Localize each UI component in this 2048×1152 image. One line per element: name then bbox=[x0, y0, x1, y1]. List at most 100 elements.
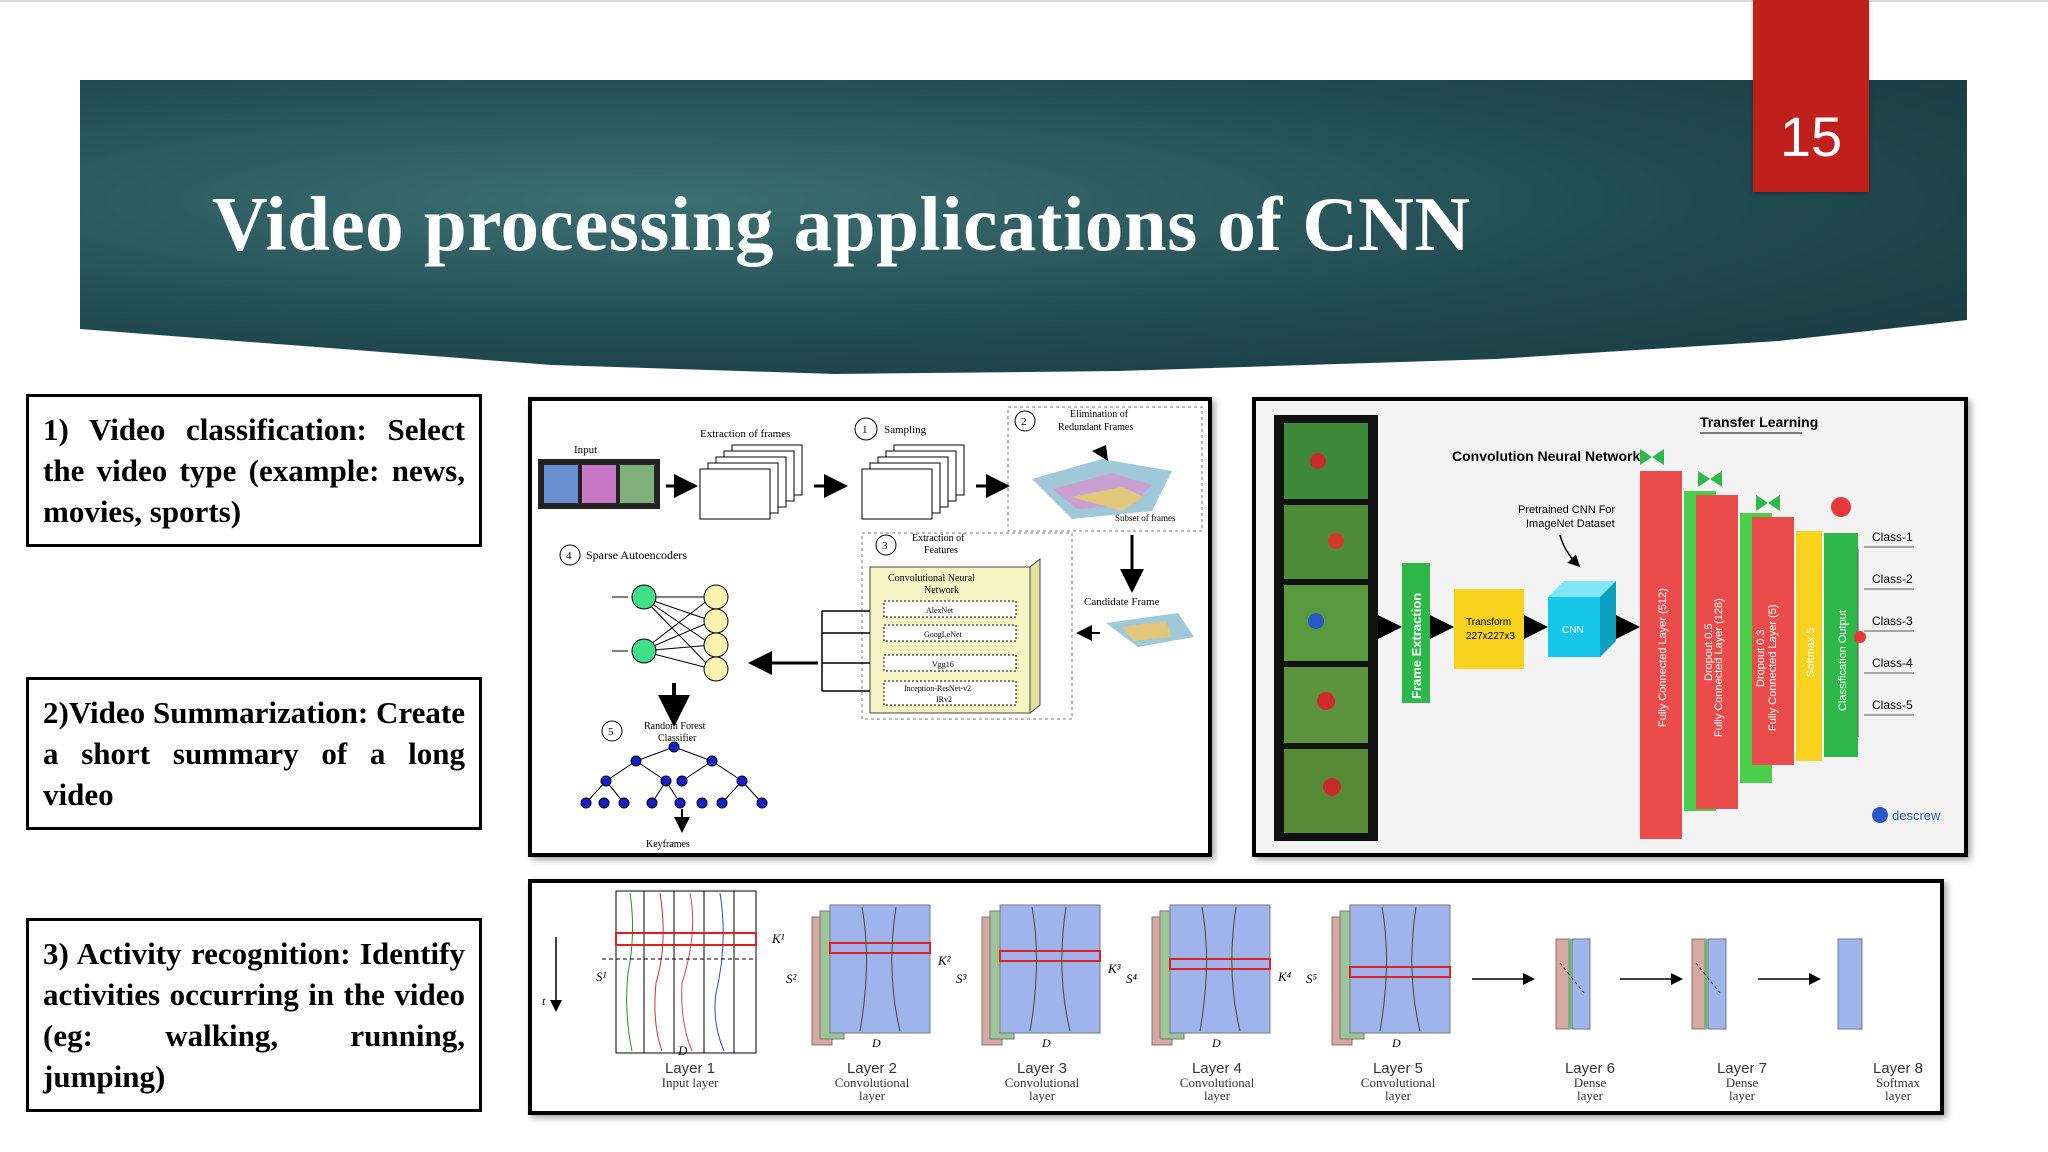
layer-type: Softmax bbox=[1876, 1075, 1921, 1090]
bar-fc-512 bbox=[1640, 471, 1682, 839]
step-3-number: 3 bbox=[882, 540, 888, 552]
label-imagenet: ImageNet Dataset bbox=[1526, 518, 1615, 530]
label-d: D bbox=[1211, 1036, 1221, 1050]
page-number: 15 bbox=[1779, 105, 1843, 168]
label-network: Network bbox=[924, 585, 959, 596]
figure-video-summarization: Input Extraction of frames 1 Sampling 2 bbox=[528, 397, 1212, 857]
item-video-summarization: 2)Video Summarization: Create a short su… bbox=[26, 677, 482, 830]
layer-name: Layer 8 bbox=[1873, 1060, 1923, 1077]
label-k: K³ bbox=[1107, 961, 1122, 976]
label-sparse-autoencoders: Sparse Autoencoders bbox=[586, 548, 687, 562]
input-frames bbox=[538, 459, 660, 509]
layer-type: Convolutional bbox=[1180, 1075, 1255, 1090]
class-5: Class-5 bbox=[1872, 698, 1913, 712]
label-random-forest: Random Forest bbox=[644, 721, 706, 732]
autoencoder-network bbox=[612, 584, 729, 682]
brand-name: descrew bbox=[1892, 808, 1941, 823]
label-elimination: Elimination of bbox=[1070, 409, 1129, 420]
model-googlenet: GoogLeNet bbox=[924, 630, 963, 639]
candidate-frame-image bbox=[1106, 613, 1194, 647]
layer-type: Convolutional bbox=[1005, 1075, 1080, 1090]
layer-type-suffix: layer bbox=[1577, 1088, 1604, 1103]
frame-extraction-bar bbox=[1402, 563, 1430, 703]
dense-layers bbox=[1472, 938, 1863, 1030]
label-k: K² bbox=[937, 953, 952, 968]
label-d: D bbox=[1041, 1036, 1051, 1050]
step-4-number: 4 bbox=[566, 550, 572, 562]
step-5-number: 5 bbox=[608, 726, 614, 738]
item-text: 2)Video Summarization: Create a short su… bbox=[43, 695, 465, 812]
label-convolution-neural-network: Convolution Neural Network bbox=[1452, 448, 1640, 464]
layer-type: Input layer bbox=[662, 1075, 719, 1090]
page-number-badge: 15 bbox=[1753, 0, 1869, 192]
label-classifier: Classifier bbox=[658, 733, 697, 744]
label-dropout-03: Dropout 0.3 bbox=[1755, 630, 1767, 687]
label-keyframes: Keyframes bbox=[646, 839, 690, 850]
layer-type: Dense bbox=[1726, 1075, 1759, 1090]
label-d: D bbox=[871, 1036, 881, 1050]
label-candidate-frame: Candidate Frame bbox=[1084, 596, 1160, 608]
label-classification-output: Classification Output bbox=[1837, 610, 1849, 711]
top-rule bbox=[0, 0, 2048, 2]
layer-bars bbox=[1640, 471, 1858, 839]
step-1-number: 1 bbox=[862, 424, 868, 436]
label-cnn-cube: CNN bbox=[1562, 625, 1584, 636]
label-s: S⁵ bbox=[1306, 971, 1318, 986]
class-2: Class-2 bbox=[1872, 572, 1913, 586]
bar-classification-output bbox=[1824, 533, 1858, 757]
layer-name: Layer 4 bbox=[1192, 1060, 1242, 1077]
label-extraction-frames: Extraction of frames bbox=[700, 428, 790, 440]
conv-layer-block: S³ K³ D bbox=[956, 904, 1122, 1050]
layer-type: Dense bbox=[1574, 1075, 1607, 1090]
label-transform-size: 227x227x3 bbox=[1466, 631, 1515, 642]
model-irv2: IRv2 bbox=[936, 695, 952, 704]
label-pretrained: Pretrained CNN For bbox=[1518, 504, 1616, 516]
film-strip bbox=[1274, 415, 1378, 841]
input-layer-signals bbox=[602, 890, 757, 1054]
label-frame-extraction: Frame Extraction bbox=[1409, 593, 1424, 699]
class-3: Class-3 bbox=[1872, 614, 1913, 628]
step-3-badge bbox=[875, 534, 897, 556]
bar-fc-128 bbox=[1696, 495, 1738, 809]
class-1: Class-1 bbox=[1872, 530, 1913, 544]
layer-type: Convolutional bbox=[1361, 1075, 1436, 1090]
label-d1: D bbox=[677, 1043, 688, 1058]
label-transform: Transform bbox=[1466, 617, 1511, 628]
label-s: S³ bbox=[956, 971, 968, 986]
layer-type-suffix: layer bbox=[1029, 1088, 1056, 1103]
layer-type: Convolutional bbox=[835, 1075, 910, 1090]
item-text: 3) Activity recognition: Identify activi… bbox=[43, 936, 465, 1094]
label-transfer-learning: Transfer Learning bbox=[1700, 414, 1818, 430]
bar-softmax bbox=[1796, 531, 1822, 761]
label-s1: S¹ bbox=[596, 969, 607, 984]
layer-name: Layer 3 bbox=[1017, 1060, 1067, 1077]
step-5-badge bbox=[601, 720, 623, 742]
layer-name: Layer 7 bbox=[1717, 1060, 1767, 1077]
label-fc-5: Fully Connected Layer (5) bbox=[1767, 604, 1779, 731]
conv-layer-block: S² K² D bbox=[786, 904, 952, 1050]
step-2-badge bbox=[1014, 410, 1036, 432]
item-text: 1) Video classification: Select the vide… bbox=[43, 412, 465, 529]
cnn-block-side bbox=[1029, 557, 1041, 715]
label-extraction-of: Extraction of bbox=[912, 533, 965, 544]
label-features: Features bbox=[924, 545, 958, 556]
label-s: S² bbox=[786, 971, 798, 986]
model-list: AlexNet GoogLeNet Vgg16 Inception-ResNet… bbox=[883, 600, 1017, 706]
label-input: Input bbox=[574, 444, 597, 456]
layer-type-suffix: layer bbox=[1885, 1088, 1912, 1103]
conv-layer-block: S⁵D bbox=[1306, 904, 1451, 1050]
label-subset-frames: Subset of frames bbox=[1115, 513, 1176, 523]
class-4: Class-4 bbox=[1872, 656, 1913, 670]
label-redundant-frames: Redundant Frames bbox=[1058, 422, 1133, 433]
label-s: S⁴ bbox=[1126, 971, 1138, 986]
figure-video-classification: Frame Extraction Transform 227x227x3 CNN… bbox=[1252, 397, 1968, 857]
layer-name: Layer 1 bbox=[665, 1060, 715, 1077]
